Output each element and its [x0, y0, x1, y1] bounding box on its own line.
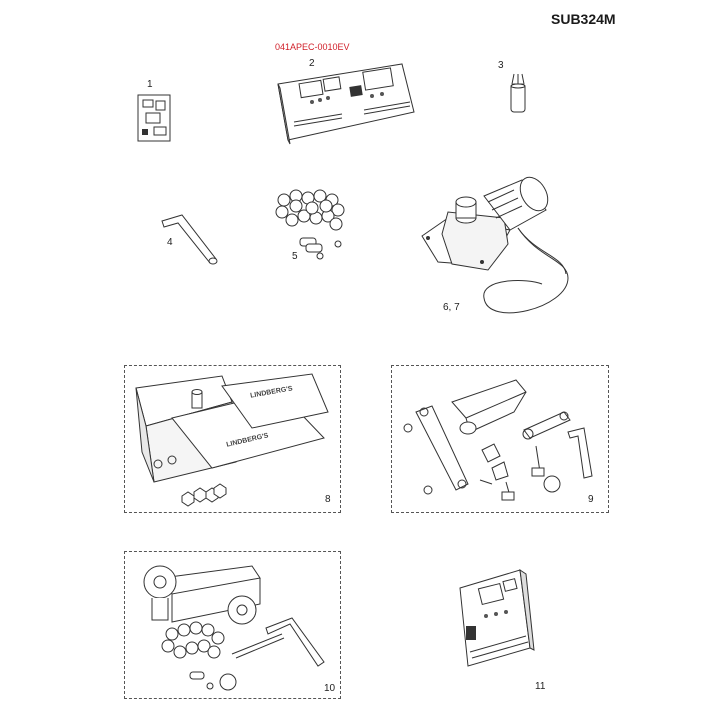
part-6-7-label: 6, 7 [443, 302, 460, 313]
part-10-group-box [124, 551, 341, 699]
part-10-label: 10 [324, 683, 336, 694]
part-3-label: 3 [498, 60, 504, 71]
part-3-capacitor-drawing [506, 72, 530, 116]
part-8-label: 8 [325, 494, 331, 505]
part-8-group-box [124, 365, 341, 513]
part-2-code: 041APEC-0010EV [275, 42, 350, 52]
part-1-label: 1 [147, 79, 153, 90]
model-title: SUB324M [551, 11, 616, 27]
part-8-foundation-box-drawing [132, 372, 332, 512]
part-2-label: 2 [309, 58, 315, 69]
part-4-label: 4 [167, 237, 173, 248]
part-11-label: 11 [535, 681, 546, 692]
part-2-control-board-drawing [272, 60, 417, 145]
part-1-module-drawing [136, 93, 172, 143]
part-5-chain-drawing [272, 186, 352, 264]
part-9-arm-kit-drawing [396, 372, 606, 512]
part-5-label: 5 [292, 251, 298, 262]
part-9-group-box [391, 365, 609, 513]
part-9-label: 9 [588, 494, 594, 505]
part-10-sprocket-kit-drawing [132, 558, 337, 698]
part-6-7-gear-motor-drawing [418, 178, 578, 328]
part-4-allen-key-drawing [158, 207, 224, 265]
part-11-board-drawing [456, 566, 536, 670]
